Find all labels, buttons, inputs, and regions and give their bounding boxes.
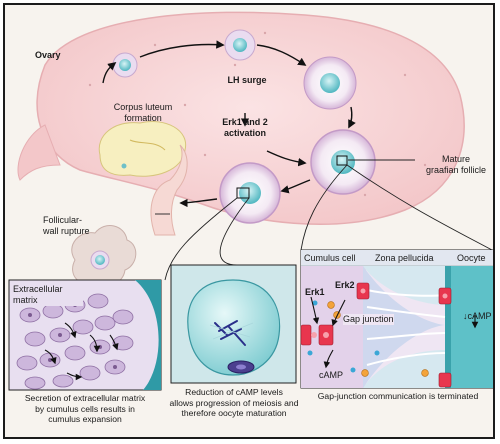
figure-frame: Ovary LH surge Erk1 and 2 activation Cor… bbox=[3, 3, 495, 439]
extracellular-matrix-label: Extracellular matrix bbox=[13, 284, 83, 306]
corpus-luteum-label: Corpus luteum formation bbox=[113, 102, 173, 123]
rupturing-follicle bbox=[219, 162, 281, 224]
primary-follicle bbox=[224, 29, 256, 61]
oocyte-label: Oocyte bbox=[457, 253, 486, 263]
lh-surge-label: LH surge bbox=[227, 75, 267, 85]
zona-pellucida-label: Zona pellucida bbox=[375, 253, 434, 263]
ovary-label: Ovary bbox=[35, 50, 61, 60]
gap-junction-label: Gap junction bbox=[343, 314, 394, 325]
panel-right bbox=[300, 249, 493, 389]
follicular-rupture-label: Follicular- wall rupture bbox=[43, 215, 90, 236]
panel-left bbox=[8, 279, 162, 391]
cycle-arrows bbox=[102, 40, 356, 208]
erk1-label: Erk1 bbox=[305, 287, 325, 297]
caption-right: Gap-junction communication is terminated bbox=[317, 391, 479, 401]
cumulus-cell-label: Cumulus cell bbox=[304, 253, 356, 263]
camp-right-label: ↓cAMP bbox=[463, 311, 492, 321]
erk2-label: Erk2 bbox=[335, 280, 355, 290]
secondary-follicle bbox=[303, 56, 357, 110]
ovulation-diagram bbox=[8, 11, 493, 391]
mature-follicle-label: Mature graafian follicle bbox=[425, 154, 487, 175]
primordial-follicle-1 bbox=[112, 52, 138, 78]
erk-activation-label: Erk1 and 2 activation bbox=[222, 117, 268, 138]
camp-left-label: cAMP bbox=[319, 370, 344, 380]
panel-middle bbox=[170, 264, 297, 384]
graafian-follicle bbox=[310, 129, 376, 195]
corpus-luteum bbox=[98, 121, 187, 177]
caption-left: Secretion of extracellular matrix by cum… bbox=[24, 393, 146, 424]
caption-middle: Reduction of cAMP levels allows progress… bbox=[169, 387, 299, 418]
